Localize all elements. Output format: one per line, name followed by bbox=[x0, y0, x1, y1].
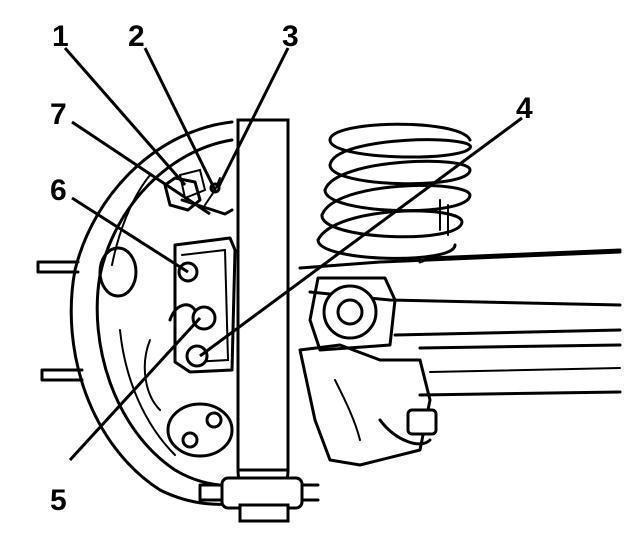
callout-6: 6 bbox=[50, 174, 67, 207]
shock-absorber bbox=[198, 118, 320, 523]
wheel-cylinder-area bbox=[163, 176, 234, 216]
middle-bolt-icon bbox=[191, 305, 217, 331]
leader-line-7 bbox=[71, 120, 211, 216]
pivot-bushing bbox=[308, 276, 397, 352]
callout-2: 2 bbox=[128, 20, 145, 53]
lower-bolt-icon bbox=[185, 344, 209, 368]
leader-line-5 bbox=[68, 316, 202, 462]
leader-line-4 bbox=[199, 116, 523, 358]
callout-4: 4 bbox=[516, 92, 533, 125]
coil-spring bbox=[316, 122, 472, 260]
callout-3: 3 bbox=[282, 20, 299, 53]
callout-7: 7 bbox=[50, 98, 67, 131]
callout-labels: 1 2 3 4 5 6 7 bbox=[50, 20, 533, 517]
knuckle-plate bbox=[168, 236, 237, 374]
callout-5: 5 bbox=[50, 484, 67, 517]
axle-beam bbox=[298, 248, 622, 397]
leader-line-2 bbox=[143, 47, 217, 191]
leader-line-3 bbox=[216, 47, 290, 189]
leader-line-1 bbox=[63, 47, 187, 186]
callout-1: 1 bbox=[52, 20, 69, 53]
leader-lines bbox=[63, 47, 523, 462]
lower-knuckle bbox=[298, 343, 438, 467]
leader-line-6 bbox=[71, 196, 189, 274]
